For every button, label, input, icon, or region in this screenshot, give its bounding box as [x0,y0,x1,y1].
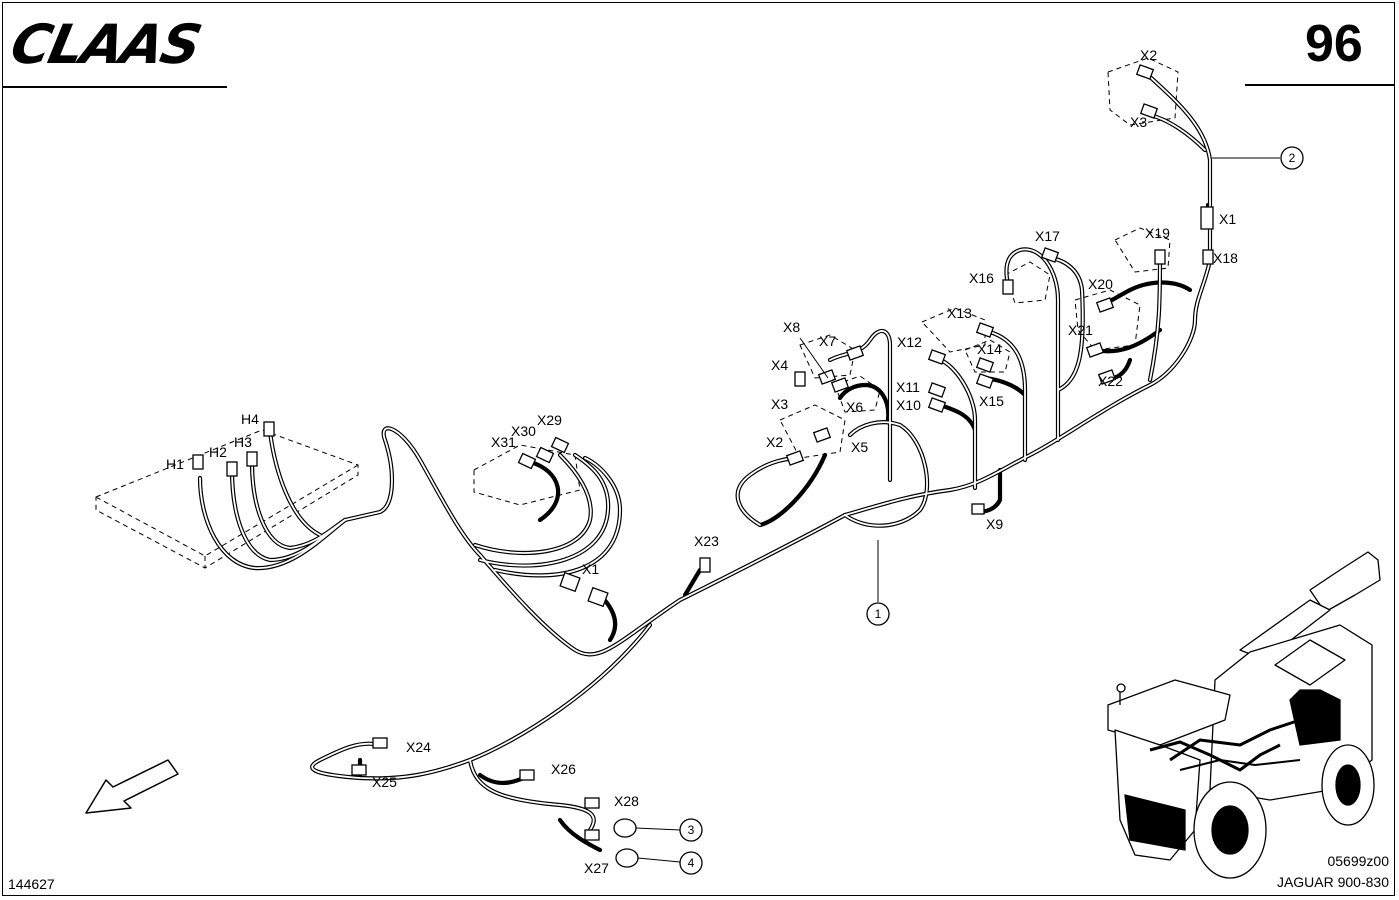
direction-arrow-icon [85,759,179,814]
label-x14: X14 [977,341,1002,357]
label-x16: X16 [969,270,994,286]
label-x18: X18 [1213,250,1238,266]
label-x20: X20 [1088,276,1113,292]
connector-plugs [192,64,1214,868]
harness-1-inner [199,74,1211,831]
label-x19: X19 [1145,225,1170,241]
label-x29: X29 [537,412,562,428]
label-x22: X22 [1098,373,1123,389]
label-x2-top: X2 [1140,47,1157,63]
label-x8: X8 [783,319,800,335]
callout-1[interactable]: 1 [866,602,890,626]
reference-code: 05699z00 [1327,853,1389,869]
label-x11: X11 [896,379,920,395]
label-x24: X24 [406,739,431,755]
callout-2-number: 2 [1289,151,1296,165]
leader-lines [635,157,1280,863]
label-x31: X31 [491,434,516,450]
label-x1-mid: X1 [582,561,599,577]
label-x17: X17 [1035,228,1060,244]
label-x12: X12 [897,334,922,350]
callout-4-number: 4 [688,856,695,870]
label-x7: X7 [819,333,836,349]
dashed-outlines [95,57,1179,569]
connector-labels: H1 H2 H3 H4 X29 X30 X31 X1 X23 X2 X3 X4 … [166,47,1238,876]
label-x6: X6 [846,399,863,415]
label-x21: X21 [1068,322,1093,338]
label-x3: X3 [771,396,788,412]
label-h3: H3 [234,434,252,450]
label-x1-top: X1 [1219,211,1236,227]
callout-3[interactable]: 3 [679,818,703,842]
label-x13: X13 [947,305,972,321]
label-x30: X30 [511,423,536,439]
label-x5: X5 [851,439,868,455]
callout-4[interactable]: 4 [679,851,703,875]
model-name: JAGUAR 900-830 [1276,874,1389,890]
label-h4: H4 [241,411,259,427]
label-x23: X23 [694,533,719,549]
label-x25: X25 [372,774,397,790]
forage-harvester-illustration [1107,551,1381,879]
callout-2[interactable]: 2 [1280,146,1304,170]
callout-3-number: 3 [688,823,695,837]
label-x3-top: X3 [1130,114,1147,130]
label-x4: X4 [771,357,788,373]
drawing-id: 144627 [8,876,55,892]
label-h1: H1 [166,456,184,472]
label-x9: X9 [986,516,1003,532]
header-rule-right [1245,84,1395,86]
label-h2: H2 [209,444,227,460]
label-x26: X26 [551,761,576,777]
label-x27: X27 [584,860,609,876]
label-x2: X2 [766,434,783,450]
callout-1-number: 1 [875,607,882,621]
label-x15: X15 [979,393,1004,409]
page-number: 96 [1305,15,1363,73]
label-x10: X10 [896,397,921,413]
header-rule-left [2,86,227,88]
label-x28: X28 [614,793,639,809]
